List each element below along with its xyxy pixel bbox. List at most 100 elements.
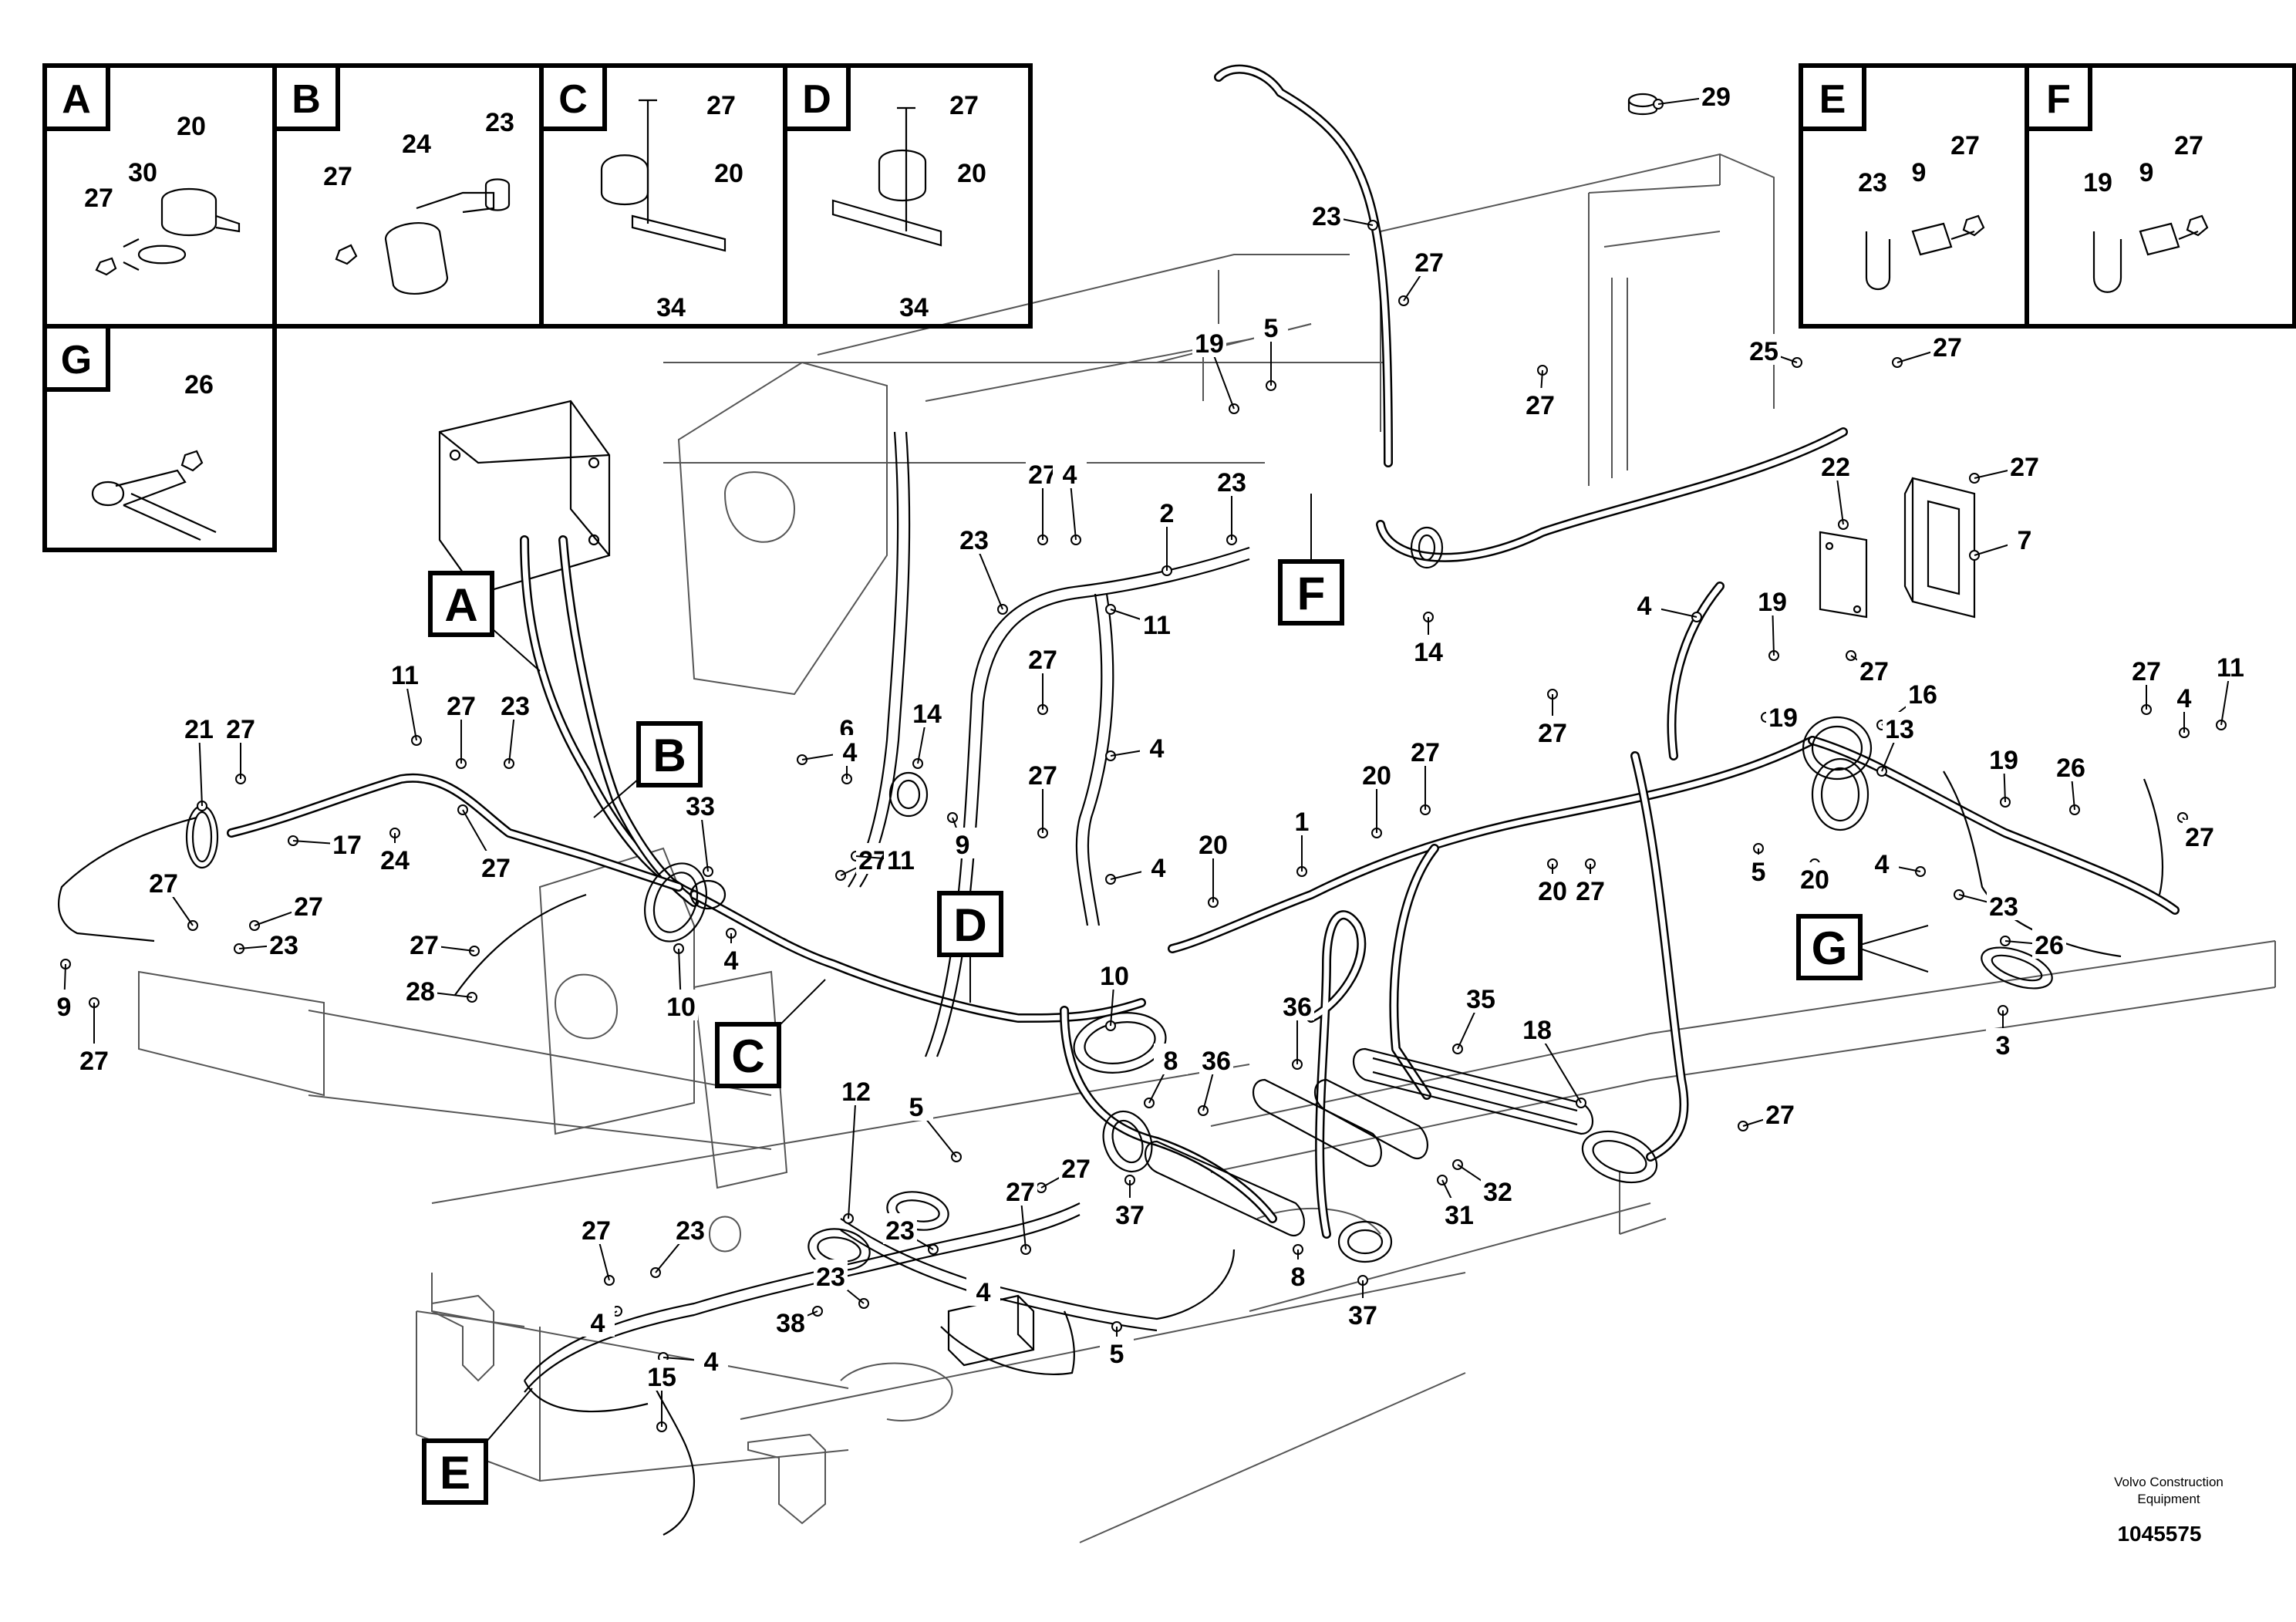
strip-35 <box>1353 1047 1593 1135</box>
callout-bg <box>498 689 532 720</box>
callout-number: 27 <box>481 854 511 883</box>
callout-bg <box>1059 1152 1093 1182</box>
brand-line-2: Equipment <box>2137 1492 2200 1506</box>
callout-bg <box>774 1306 807 1337</box>
callout-number: 5 <box>1752 858 1766 887</box>
callout-number: 27 <box>1765 1101 1795 1130</box>
inset-label: 20 <box>714 159 743 188</box>
callout-number: 1 <box>1295 808 1310 837</box>
callout-bg <box>479 851 513 882</box>
grommet-37-b <box>1337 1220 1393 1263</box>
callout-bg <box>330 828 364 858</box>
callout-bg <box>1523 388 1557 419</box>
callout-bg <box>2054 750 2088 781</box>
callout-number: 27 <box>1414 248 1444 278</box>
callout-bg <box>1763 1098 1797 1128</box>
inset-label: 20 <box>177 112 206 141</box>
callout-bg <box>1412 245 1446 276</box>
callout-number: 8 <box>1164 1047 1178 1076</box>
callout-bg <box>1741 855 1775 885</box>
inset-label: 9 <box>2139 158 2154 187</box>
grommet-16 <box>1802 716 1873 781</box>
callout-number: 38 <box>776 1309 805 1338</box>
callout-number: 27 <box>1538 719 1567 748</box>
callout-bg <box>1280 990 1314 1020</box>
grommet-14-left <box>888 771 929 818</box>
plate-22 <box>1819 531 1868 619</box>
detail-letter: F <box>1297 568 1326 619</box>
callout-number: 23 <box>1312 202 1341 231</box>
detail-marker-G: G <box>1796 914 1929 980</box>
callout-number: 27 <box>149 869 178 899</box>
callout-number: 27 <box>1933 333 1962 363</box>
callout-bg <box>2129 654 2163 685</box>
callout-bg <box>714 943 748 974</box>
callout-bg <box>2008 450 2041 481</box>
callout-number: 27 <box>1526 391 1555 420</box>
callout-bg <box>1536 716 1569 747</box>
callout-number: 37 <box>1115 1201 1145 1230</box>
callout-bg <box>1987 889 2021 920</box>
callout-bg <box>1310 199 1344 230</box>
inset-letter: G <box>61 338 92 383</box>
title-block: Volvo Construction Equipment 1045575 <box>2114 1475 2224 1546</box>
callout-number: 27 <box>1576 877 1605 906</box>
callout-number: 35 <box>1466 985 1495 1014</box>
callout-number: 27 <box>582 1216 611 1246</box>
grommet-18 <box>1581 1130 1658 1184</box>
callout-bg <box>1520 1013 1554 1044</box>
callout-bg <box>1755 585 1789 615</box>
callout-bg <box>645 1360 679 1391</box>
callout-number: 4 <box>976 1278 991 1307</box>
callout-bg <box>407 928 441 959</box>
callout-bg <box>1003 1175 1037 1206</box>
callout-number: 28 <box>406 977 435 1007</box>
inset-D: D 27 20 34 <box>783 63 986 322</box>
inset-label: 26 <box>184 370 214 400</box>
callout-number: 4 <box>1637 592 1652 621</box>
callout-bg <box>403 974 437 1005</box>
callout-number: 27 <box>1028 761 1057 791</box>
grommet-13 <box>1811 757 1870 831</box>
callout-number: 19 <box>1768 703 1798 733</box>
detail-letter: B <box>652 730 686 781</box>
callout-bg <box>1140 731 1174 762</box>
callout-bg <box>579 1213 613 1244</box>
grommet-10-mid <box>1073 1012 1167 1074</box>
callout-number: 19 <box>1989 746 2018 775</box>
callout-number: 27 <box>79 1047 109 1076</box>
callout-number: 23 <box>676 1216 705 1246</box>
callout-number: 4 <box>724 946 739 976</box>
callout-number: 21 <box>184 715 214 744</box>
detail-frame-markers: A B C D E F G <box>422 494 1929 1505</box>
callout-bg <box>833 735 867 766</box>
callout-bg <box>1053 457 1087 488</box>
callout-number: 29 <box>1701 83 1731 112</box>
inset-E: E 27 23 9 <box>1799 63 1985 290</box>
callout-number: 17 <box>332 831 362 860</box>
callout-bg <box>1100 1337 1134 1367</box>
callout-number: 8 <box>1291 1263 1306 1292</box>
inset-letter: C <box>558 77 588 122</box>
valve-block <box>947 1294 1035 1367</box>
callout-number: 27 <box>410 931 439 960</box>
callout-number: 27 <box>2010 453 2039 482</box>
inset-label: 23 <box>1858 168 1887 197</box>
callout-bg <box>2213 650 2247 681</box>
strip-31 <box>1314 1078 1428 1159</box>
strip-36-a <box>1253 1078 1382 1167</box>
callout-bg <box>147 866 180 897</box>
document-number: 1045575 <box>2117 1522 2201 1546</box>
callout-bg <box>1627 588 1661 619</box>
callout-number: 27 <box>2185 823 2214 852</box>
callout-bg <box>1408 735 1442 766</box>
callout-number: 31 <box>1445 1201 1474 1230</box>
inset-label: 23 <box>485 108 514 137</box>
callout-bg <box>1930 330 1964 361</box>
callout-number: 9 <box>956 831 970 860</box>
callout-number: 23 <box>501 692 530 721</box>
callout-number: 11 <box>391 661 419 690</box>
inset-letter: F <box>2046 77 2071 122</box>
